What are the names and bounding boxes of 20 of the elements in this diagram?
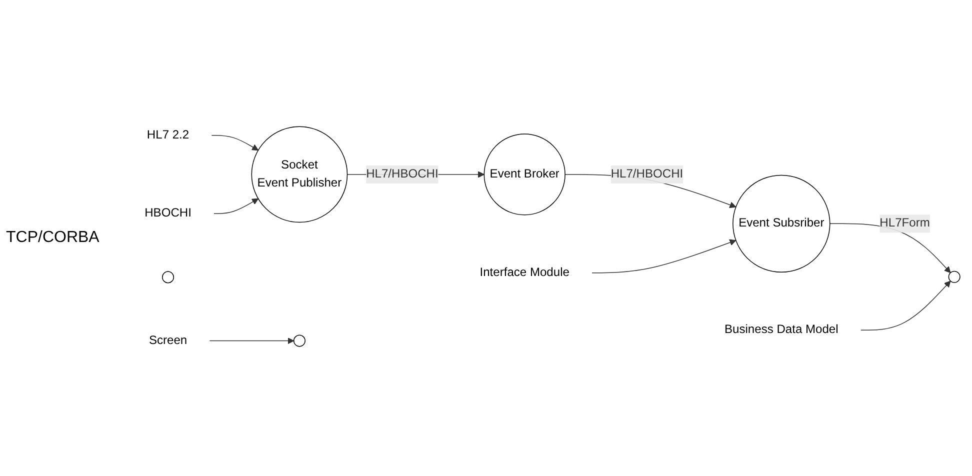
boundary-label: TCP/CORBA bbox=[6, 229, 100, 247]
node-text: Interface Module bbox=[480, 266, 570, 279]
edge-label: HL7/HBOCHI bbox=[610, 168, 684, 180]
arrow bbox=[214, 198, 259, 214]
node-circle: Socket Event Publisher bbox=[251, 126, 348, 223]
arrow bbox=[592, 239, 736, 274]
node-circle bbox=[948, 270, 960, 283]
node-circle bbox=[162, 271, 174, 284]
node-text: HBOCHI bbox=[144, 206, 192, 220]
arrow bbox=[209, 337, 294, 344]
arrow bbox=[211, 134, 259, 150]
arrow bbox=[860, 280, 951, 330]
node-circle: Event Broker bbox=[484, 134, 566, 216]
node-text: Business Data Model bbox=[724, 323, 838, 336]
edge-label: HL7Form bbox=[880, 216, 930, 230]
edge-label: HL7/HBOCHI bbox=[366, 168, 438, 180]
node-text: Screen bbox=[148, 334, 188, 347]
node-circle bbox=[293, 334, 306, 347]
node-circle: Event Subsriber bbox=[732, 174, 830, 272]
node-text: HL7 2.2 bbox=[146, 128, 190, 142]
